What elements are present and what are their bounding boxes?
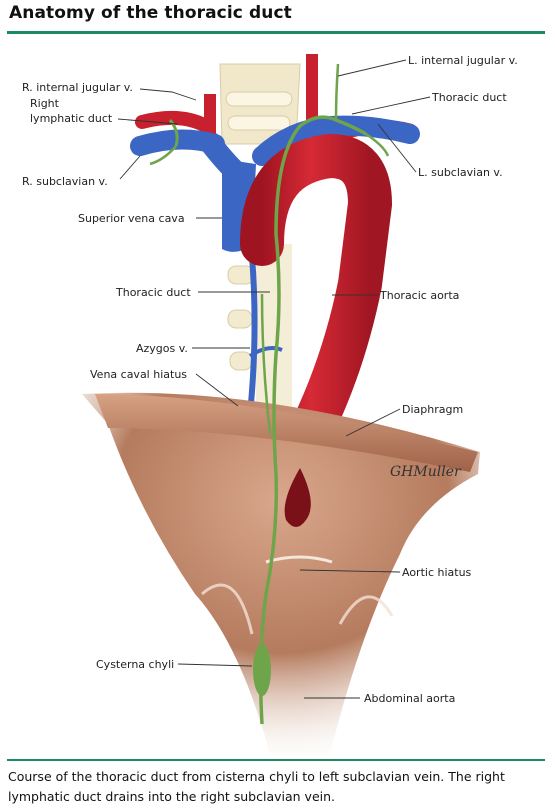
- label-thoracic-duct-right: Thoracic duct: [431, 91, 507, 104]
- leader-lines: [117, 59, 431, 699]
- caption-divider: [7, 759, 545, 761]
- page-title: Anatomy of the thoracic duct: [9, 3, 292, 23]
- diaphragm-crura: [82, 392, 480, 754]
- label-r-subclavian: R. subclavian v.: [22, 175, 108, 188]
- azygos-vein: [247, 255, 258, 415]
- esophageal-hiatus: [284, 468, 311, 527]
- venous-system: [130, 49, 420, 415]
- label-l-subclavian: L. subclavian v.: [418, 166, 503, 179]
- thoracic-duct-illustration: GHMuller R. internal jugular v. Right ly…: [22, 49, 518, 754]
- label-superior-vena-cava: Superior vena cava: [78, 212, 185, 225]
- label-l-internal-jugular: L. internal jugular v.: [408, 54, 518, 67]
- anatomy-labels: R. internal jugular v. Right lymphatic d…: [22, 54, 518, 705]
- label-right-lymphatic-1: Right: [30, 97, 60, 110]
- label-cysterna-chyli: Cysterna chyli: [96, 658, 174, 671]
- label-right-lymphatic-2: lymphatic duct: [30, 112, 113, 125]
- diaphragm: [95, 394, 478, 472]
- label-azygos: Azygos v.: [136, 342, 188, 355]
- title-divider: [7, 31, 545, 34]
- label-r-internal-jugular: R. internal jugular v.: [22, 81, 133, 94]
- figure-caption: Course of the thoracic duct from cistern…: [8, 769, 505, 804]
- artist-signature: GHMuller: [390, 464, 462, 480]
- label-thoracic-duct-left: Thoracic duct: [115, 286, 191, 299]
- cisterna-chyli: [253, 644, 271, 696]
- label-aortic-hiatus: Aortic hiatus: [402, 566, 472, 579]
- label-diaphragm: Diaphragm: [402, 403, 463, 416]
- label-vena-caval-hiatus: Vena caval hiatus: [90, 368, 187, 381]
- thoracic-duct: [149, 63, 390, 725]
- label-thoracic-aorta: Thoracic aorta: [379, 289, 459, 302]
- label-abdominal-aorta: Abdominal aorta: [364, 692, 455, 705]
